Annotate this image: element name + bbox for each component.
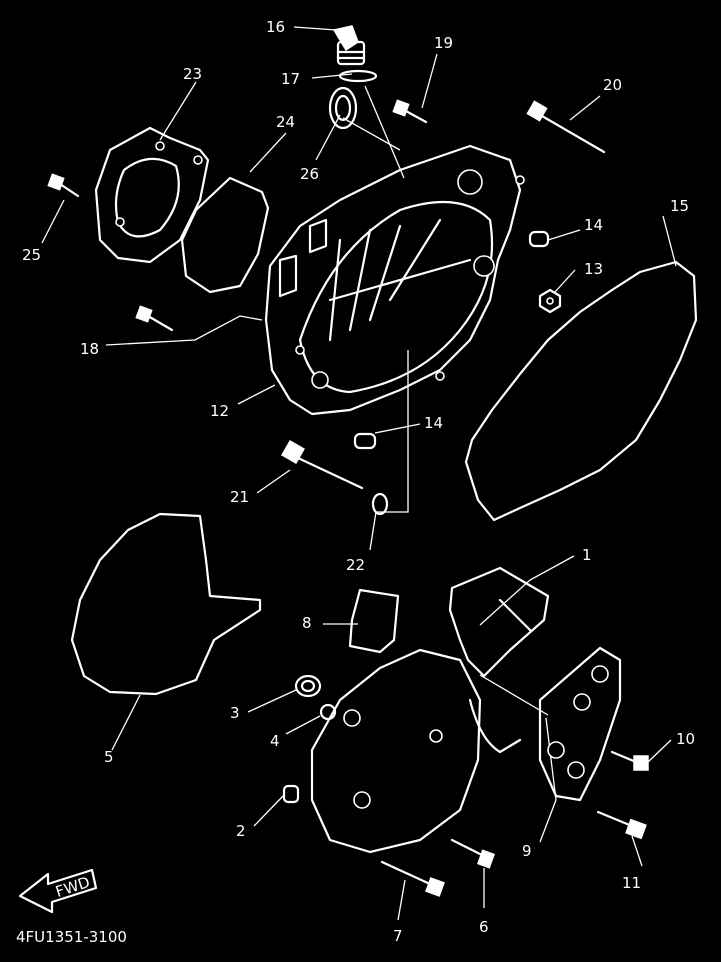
callout-3: 3: [230, 704, 240, 722]
reference-code: 4FU1351-3100: [16, 928, 127, 946]
water-pump-cover: [94, 126, 210, 264]
callout-6: 6: [479, 918, 489, 936]
callout-12: 12: [210, 402, 229, 420]
o-ring: [319, 703, 337, 721]
washer: [371, 492, 389, 516]
callout-21: 21: [230, 488, 249, 506]
long-bolt: [526, 100, 606, 154]
bolt: [450, 838, 495, 869]
callout-4: 4: [270, 732, 280, 750]
callout-10: 10: [676, 730, 695, 748]
dowel-pin: [528, 230, 550, 248]
long-bolt: [380, 860, 445, 897]
callout-24: 24: [276, 113, 295, 131]
callout-17: 17: [281, 70, 300, 88]
washer: [538, 288, 562, 314]
callout-22: 22: [346, 556, 365, 574]
oil-filler-plug: [332, 25, 366, 66]
bolt: [596, 810, 647, 840]
dowel-pin: [353, 432, 377, 450]
o-ring: [338, 69, 378, 83]
callout-18: 18: [80, 340, 99, 358]
callout-25: 25: [22, 246, 41, 264]
callout-23: 23: [183, 65, 202, 83]
callouts: 1 2 3 4 5 6 7 8 9 10 11 12 13 14 14 15 1…: [22, 18, 695, 945]
bolt: [135, 305, 174, 332]
chain-guard: [348, 588, 400, 654]
callout-2: 2: [236, 822, 246, 840]
callout-13: 13: [584, 260, 603, 278]
plug: [294, 674, 322, 698]
callout-16: 16: [266, 18, 285, 36]
dowel-pin: [282, 784, 300, 804]
callout-11: 11: [622, 874, 641, 892]
callout-20: 20: [603, 76, 622, 94]
cover-panel: [448, 566, 550, 678]
clutch-cover: [310, 648, 522, 854]
callout-9: 9: [522, 842, 532, 860]
oil-seal: [328, 86, 358, 130]
callout-8: 8: [302, 614, 312, 632]
bolt: [392, 99, 428, 124]
callout-15: 15: [670, 197, 689, 215]
callout-26: 26: [300, 165, 319, 183]
callout-7: 7: [393, 927, 403, 945]
callout-14: 14: [424, 414, 443, 432]
bracket-plate: [538, 646, 622, 802]
callout-5: 5: [104, 748, 114, 766]
bolt: [610, 750, 649, 771]
clutch-cover-gasket: [70, 512, 262, 696]
callout-19: 19: [434, 34, 453, 52]
crankcase-cover-gasket: [464, 260, 698, 522]
callout-14: 14: [584, 216, 603, 234]
bolt: [47, 173, 80, 198]
callout-1: 1: [582, 546, 592, 564]
pump-cover-gasket: [180, 176, 270, 294]
long-bolt: [281, 440, 364, 490]
crankcase-cover: [264, 144, 525, 416]
